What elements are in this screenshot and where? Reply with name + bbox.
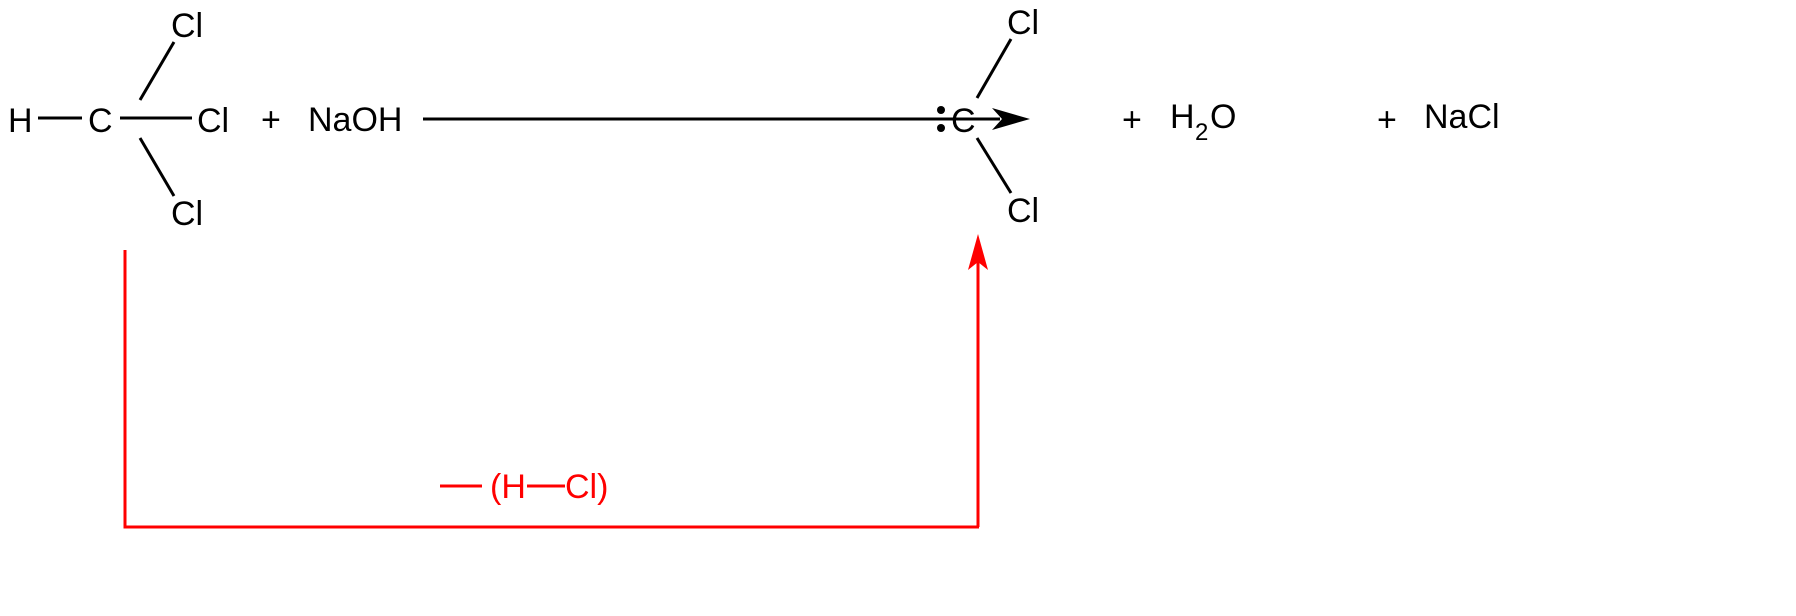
atom-cl-bottom: Cl bbox=[1007, 192, 1039, 230]
atom-c: C bbox=[88, 102, 113, 140]
plus-sign: + bbox=[1377, 101, 1397, 139]
naoh: NaOH bbox=[308, 101, 402, 139]
label-close: Cl) bbox=[565, 468, 608, 506]
atom-o: O bbox=[1210, 98, 1236, 136]
bond-c-cl-bottom bbox=[975, 137, 1013, 194]
bond-c-cl-bottom bbox=[138, 137, 176, 197]
atom-cl-top: Cl bbox=[1007, 4, 1039, 42]
lone-pair-dot bbox=[937, 124, 945, 132]
hcl-elimination-label: (H Cl) bbox=[440, 468, 608, 506]
atom-cl-bottom: Cl bbox=[171, 195, 203, 233]
plus-sign: + bbox=[261, 101, 281, 139]
bond-c-cl-top bbox=[975, 38, 1013, 99]
reaction-arrow bbox=[423, 108, 1030, 130]
atom-cl-right: Cl bbox=[197, 102, 229, 140]
atom-h: H bbox=[8, 102, 33, 140]
chloroform-molecule: H C Cl Cl Cl bbox=[8, 7, 229, 233]
atom-c: C bbox=[951, 102, 976, 140]
elimination-path bbox=[123, 234, 988, 529]
plus-sign: + bbox=[1122, 101, 1142, 139]
water: H 2 O bbox=[1170, 98, 1236, 146]
lone-pair-dot bbox=[937, 106, 945, 114]
dichlorocarbene-molecule: C Cl Cl bbox=[937, 4, 1039, 230]
subscript-2: 2 bbox=[1195, 119, 1208, 146]
atom-cl-top: Cl bbox=[171, 7, 203, 45]
atom-h: H bbox=[1170, 98, 1195, 136]
nacl: NaCl bbox=[1424, 98, 1500, 136]
label-open: (H bbox=[490, 468, 526, 506]
bond-c-cl-top bbox=[138, 41, 176, 101]
